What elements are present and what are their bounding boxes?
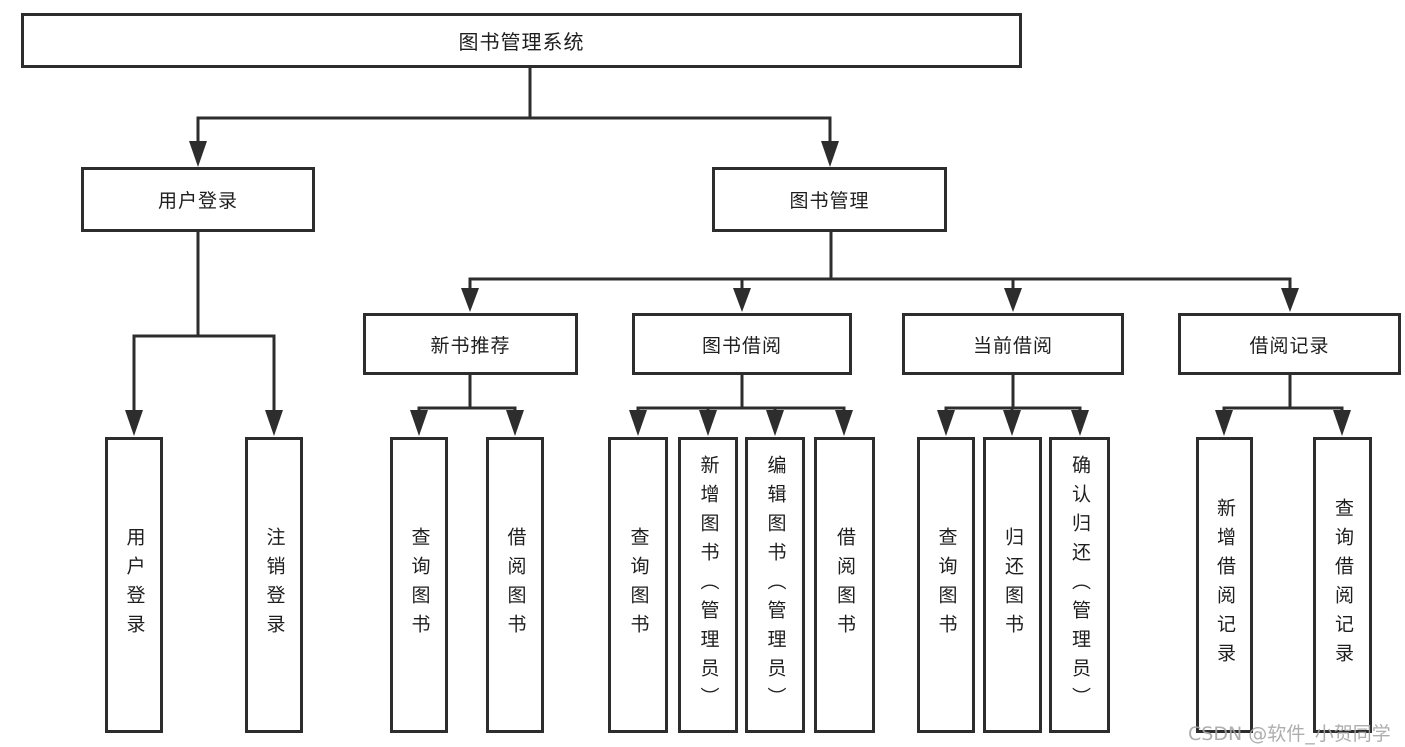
node-book-borrow: 图书借阅 [632, 313, 852, 375]
leaf-borrow-books-borrow-label: 借阅图书 [833, 527, 856, 643]
node-book-management: 图书管理 [712, 167, 947, 232]
leaf-add-book-admin: 新增图书（管理员） [678, 437, 738, 733]
leaf-borrow-books-recommend-label: 借阅图书 [504, 527, 527, 643]
node-book-borrow-label: 图书借阅 [701, 334, 782, 357]
leaf-return-book-label: 归还图书 [1001, 527, 1024, 643]
leaf-user-login-label: 用户登录 [123, 527, 146, 643]
leaf-query-books-recommend: 查询图书 [390, 437, 448, 733]
leaf-edit-book-admin: 编辑图书（管理员） [745, 437, 805, 733]
leaf-confirm-return-admin-label: 确认归还（管理员） [1068, 454, 1091, 716]
leaf-add-book-admin-label: 新增图书（管理员） [697, 454, 720, 716]
leaf-edit-book-admin-label: 编辑图书（管理员） [764, 454, 787, 716]
node-user-login: 用户登录 [81, 167, 315, 232]
leaf-borrow-books-recommend: 借阅图书 [486, 437, 544, 733]
leaf-logout: 注销登录 [245, 437, 303, 733]
leaf-add-borrow-record-label: 新增借阅记录 [1213, 498, 1236, 672]
leaf-query-books-borrow-label: 查询图书 [627, 527, 650, 643]
leaf-query-books-current: 查询图书 [917, 437, 975, 733]
node-book-management-label: 图书管理 [789, 190, 870, 212]
leaf-query-books-borrow: 查询图书 [608, 437, 668, 733]
node-new-book-recommend: 新书推荐 [363, 313, 578, 375]
node-new-book-recommend-label: 新书推荐 [430, 334, 511, 357]
leaf-borrow-books-borrow: 借阅图书 [814, 437, 875, 733]
watermark: CSDN @软件_小贺同学 [1188, 723, 1391, 745]
node-current-borrow-label: 当前借阅 [972, 334, 1053, 357]
leaf-user-login: 用户登录 [105, 437, 163, 733]
leaf-query-books-recommend-label: 查询图书 [408, 527, 431, 643]
leaf-query-borrow-record: 查询借阅记录 [1313, 437, 1372, 733]
leaf-confirm-return-admin: 确认归还（管理员） [1049, 437, 1110, 733]
node-current-borrow: 当前借阅 [902, 313, 1124, 375]
leaf-query-borrow-record-label: 查询借阅记录 [1331, 498, 1354, 672]
leaf-logout-label: 注销登录 [263, 527, 286, 643]
leaf-query-books-current-label: 查询图书 [935, 527, 958, 643]
node-borrow-records: 借阅记录 [1178, 313, 1401, 375]
leaf-return-book: 归还图书 [983, 437, 1042, 733]
node-borrow-records-label: 借阅记录 [1249, 334, 1330, 357]
node-user-login-label: 用户登录 [157, 190, 238, 212]
node-root: 图书管理系统 [21, 13, 1022, 68]
leaf-add-borrow-record: 新增借阅记录 [1196, 437, 1253, 733]
node-root-label: 图书管理系统 [458, 30, 585, 54]
